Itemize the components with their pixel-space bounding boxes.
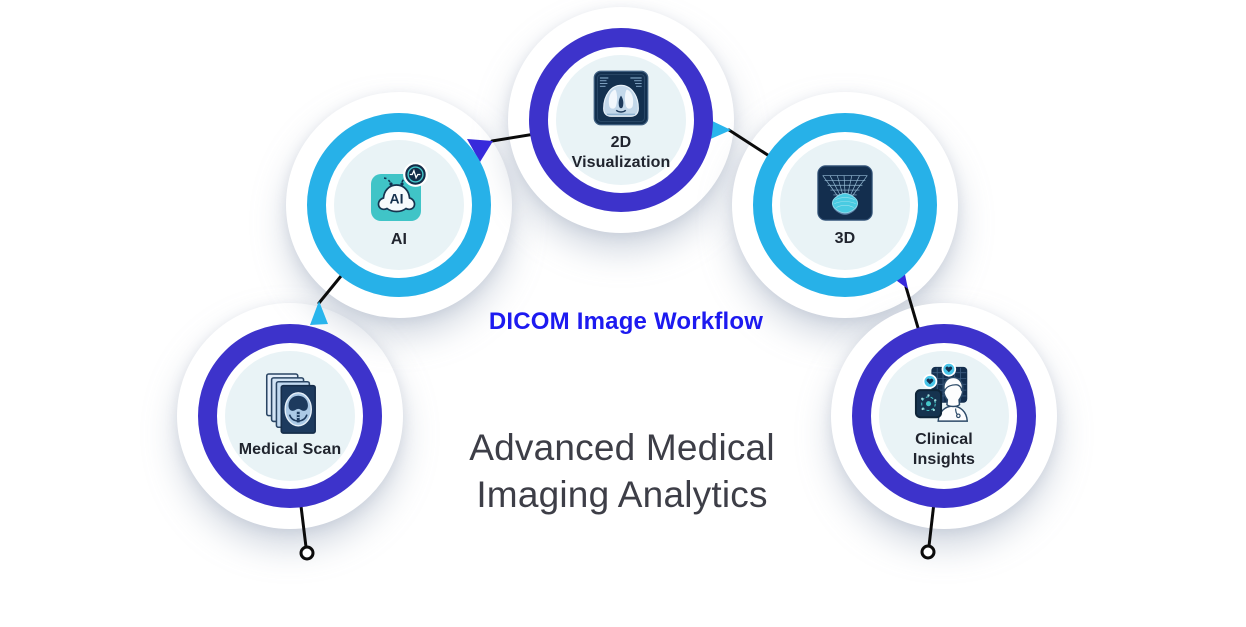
node-2d-disc: 2D Visualization [556,55,686,185]
arrowhead-medical-scan-to-ai [310,301,328,325]
svg-text:AI: AI [390,190,404,206]
ct-slice-2d-icon [593,70,649,125]
node-label-2d-visualization: 2D Visualization [571,133,671,171]
end-terminator-circle [920,544,936,560]
main-title: Advanced Medical Imaging Analytics [469,427,775,515]
medical-scan-films-icon [265,372,316,434]
ai-robot-icon: AI [371,161,428,221]
mesh-3d-icon [817,164,873,221]
node-3d-disc: 3D [780,140,910,270]
node-ai-disc: AI AI [334,140,464,270]
node-3d: 3D [753,113,937,297]
node-medical-scan: Medical Scan [198,324,382,508]
node-medical-scan-disc: Medical Scan [225,351,355,481]
arrowhead-2d-to-ai [467,139,493,162]
node-label-clinical-insights: Clinical Insights [912,430,976,468]
node-2d-visualization: 2D Visualization [529,28,713,212]
node-label-medical-scan: Medical Scan [238,440,342,458]
node-label-ai: AI [390,230,408,248]
node-ai: AI AI [307,113,491,297]
node-label-3d: 3D [834,229,856,247]
flow-title: DICOM Image Workflow [488,308,764,335]
clinician-insights-icon [914,362,969,422]
start-terminator-circle [299,545,315,561]
node-clinical-insights: Clinical Insights [852,324,1036,508]
node-clinical-disc: Clinical Insights [879,351,1009,481]
